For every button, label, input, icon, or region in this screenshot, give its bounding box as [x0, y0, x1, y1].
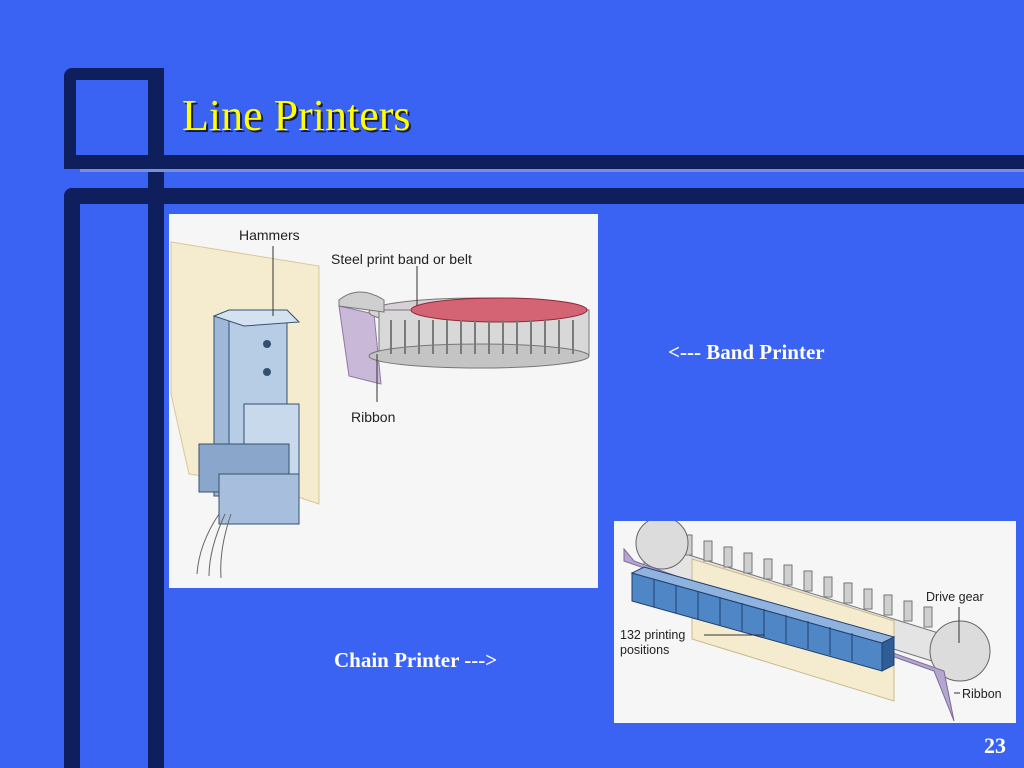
positions-label-line1: 132 printing	[620, 628, 685, 642]
band-printer-illustration: Hammers Steel print band or belt Ribbon	[170, 227, 590, 579]
chain-printer-caption: Chain Printer --->	[334, 648, 498, 672]
frame-horizontal-bar-top	[64, 155, 1024, 169]
positions-label-line2: positions	[620, 643, 669, 657]
band-ribbon-label: Ribbon	[351, 409, 395, 425]
steel-band-label: Steel print band or belt	[331, 251, 472, 267]
chain-printer-image: Drive gear 132 printing positions Ribbon	[614, 516, 1016, 723]
chain-ribbon-label: Ribbon	[962, 687, 1002, 701]
band-printer-caption: <--- Band Printer	[668, 340, 825, 364]
chain-printer-illustration: Drive gear 132 printing positions Ribbon	[620, 516, 1002, 722]
hammers-label: Hammers	[239, 227, 300, 243]
frame-horizontal-bar-bottom	[64, 188, 1024, 204]
drive-gear	[929, 620, 991, 682]
frame-vertical-bar	[148, 68, 164, 768]
slide-title: Line Printers	[182, 91, 411, 140]
frame-highlight	[80, 169, 1024, 172]
left-gear	[635, 516, 689, 570]
frame-left-bar	[64, 188, 80, 768]
band-printer-image: Hammers Steel print band or belt Ribbon	[169, 214, 598, 588]
page-number: 23	[984, 733, 1006, 758]
drive-gear-label: Drive gear	[926, 590, 984, 604]
